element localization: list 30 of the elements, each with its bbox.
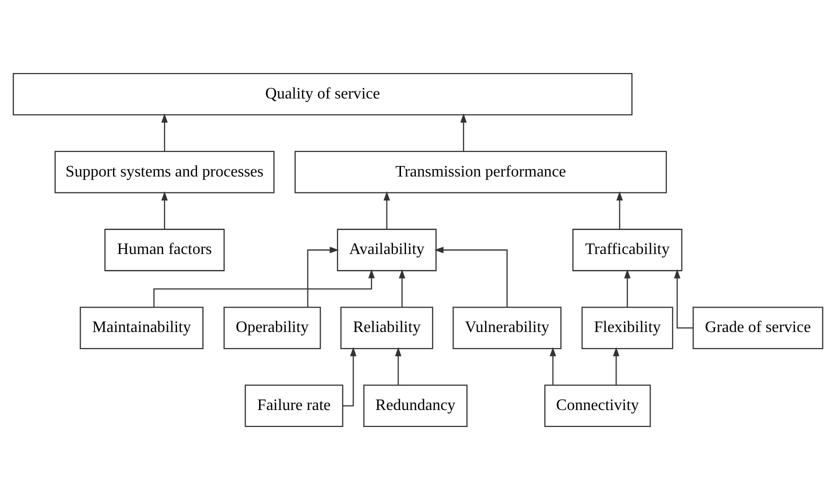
arrow <box>550 346 556 384</box>
node-box: Flexibility <box>582 306 674 349</box>
arrow <box>612 346 620 384</box>
node-box: Operability <box>224 306 321 349</box>
node-box: Reliability <box>340 306 434 349</box>
arrow <box>395 346 402 384</box>
arrow <box>616 190 623 229</box>
node-box: Trafficability <box>572 228 682 271</box>
node-box: Maintainability <box>80 306 204 349</box>
arrow <box>434 246 508 307</box>
node-box: Connectivity <box>544 384 651 426</box>
arrow <box>161 112 168 151</box>
arrow <box>674 268 694 328</box>
node-box: Support systems and processes <box>54 150 275 193</box>
node-box: Failure rate <box>244 384 344 426</box>
node-box: Human factors <box>104 228 225 271</box>
arrow <box>342 346 356 406</box>
node-box: Transmission performance <box>294 150 667 193</box>
arrow <box>624 268 631 307</box>
node-box: Availability <box>336 228 437 271</box>
arrow <box>161 190 168 229</box>
arrow <box>398 268 406 307</box>
node-box: Quality of service <box>12 72 632 115</box>
node-box: Redundancy <box>363 384 468 426</box>
node-box: Vulnerability <box>452 306 562 349</box>
arrow <box>153 268 375 307</box>
arrow <box>384 190 390 229</box>
arrow <box>460 112 467 151</box>
node-box: Grade of service <box>692 306 824 349</box>
arrow <box>307 246 339 307</box>
